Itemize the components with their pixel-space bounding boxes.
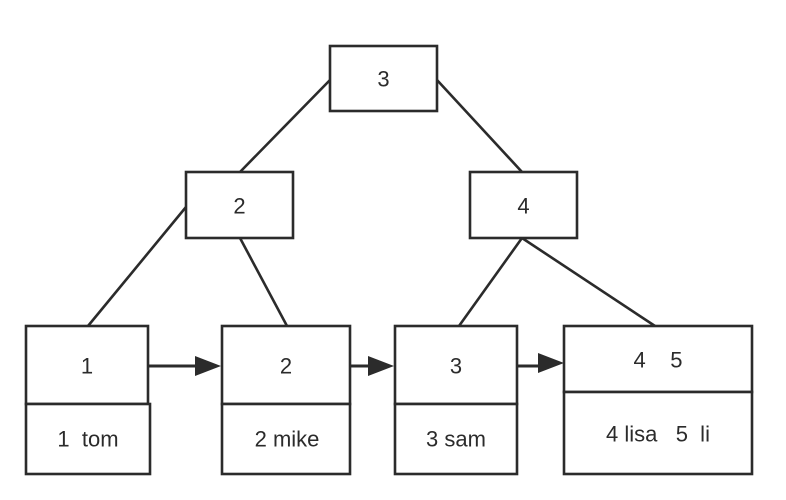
edge-right-to-leaf-4 [521, 236, 656, 328]
arrow-head-icon [538, 353, 564, 373]
leaf-node-3-records-box [393, 402, 519, 476]
leaf-node-1-records: 1 tom [57, 427, 118, 452]
edge-root-to-left [239, 79, 331, 173]
leaf-node-1-keys: 1 [81, 354, 93, 379]
leaf-link-3-to-4 [517, 353, 564, 373]
leaf-node-1: 1 1 tom [24, 324, 152, 476]
internal-node-right-key: 4 [517, 194, 529, 219]
leaf-node-3: 3 3 sam [393, 324, 519, 476]
leaf-node-4-records: 4 lisa 5 li [606, 422, 710, 447]
leaf-node-2-records-box [220, 402, 352, 476]
leaf-link-1-to-2 [148, 356, 221, 376]
edge-left-to-leaf-2 [238, 237, 289, 327]
leaf-node-4-keys-box [562, 324, 754, 394]
internal-node-left-key: 2 [233, 194, 245, 219]
internal-node-right: 4 [468, 170, 579, 240]
leaf-node-2-records: 2 mike [255, 427, 320, 452]
leaf-node-1-keys-box [24, 324, 150, 406]
leaf-link-2-to-3 [350, 356, 394, 376]
leaf-node-2-keys: 2 [280, 354, 292, 379]
leaf-node-4: 4 5 4 lisa 5 li [562, 324, 754, 476]
edge-root-to-right [436, 79, 523, 173]
leaf-links [148, 353, 564, 376]
edge-left-to-leaf-1 [86, 206, 188, 327]
edge-right-to-leaf-3 [457, 237, 524, 327]
leaf-node-3-records: 3 sam [426, 427, 486, 452]
tree-edges [86, 79, 656, 328]
internal-node-left: 2 [184, 170, 295, 240]
root-node: 3 [328, 44, 439, 113]
root-node-key: 3 [377, 67, 389, 92]
leaf-node-3-keys: 3 [450, 354, 462, 379]
leaf-node-2: 2 2 mike [220, 324, 352, 476]
leaf-node-4-records-box [562, 390, 754, 476]
arrow-head-icon [195, 356, 221, 376]
arrow-head-icon [368, 356, 394, 376]
leaf-node-1-records-box [24, 402, 152, 476]
leaf-node-4-keys: 4 5 [634, 348, 683, 373]
